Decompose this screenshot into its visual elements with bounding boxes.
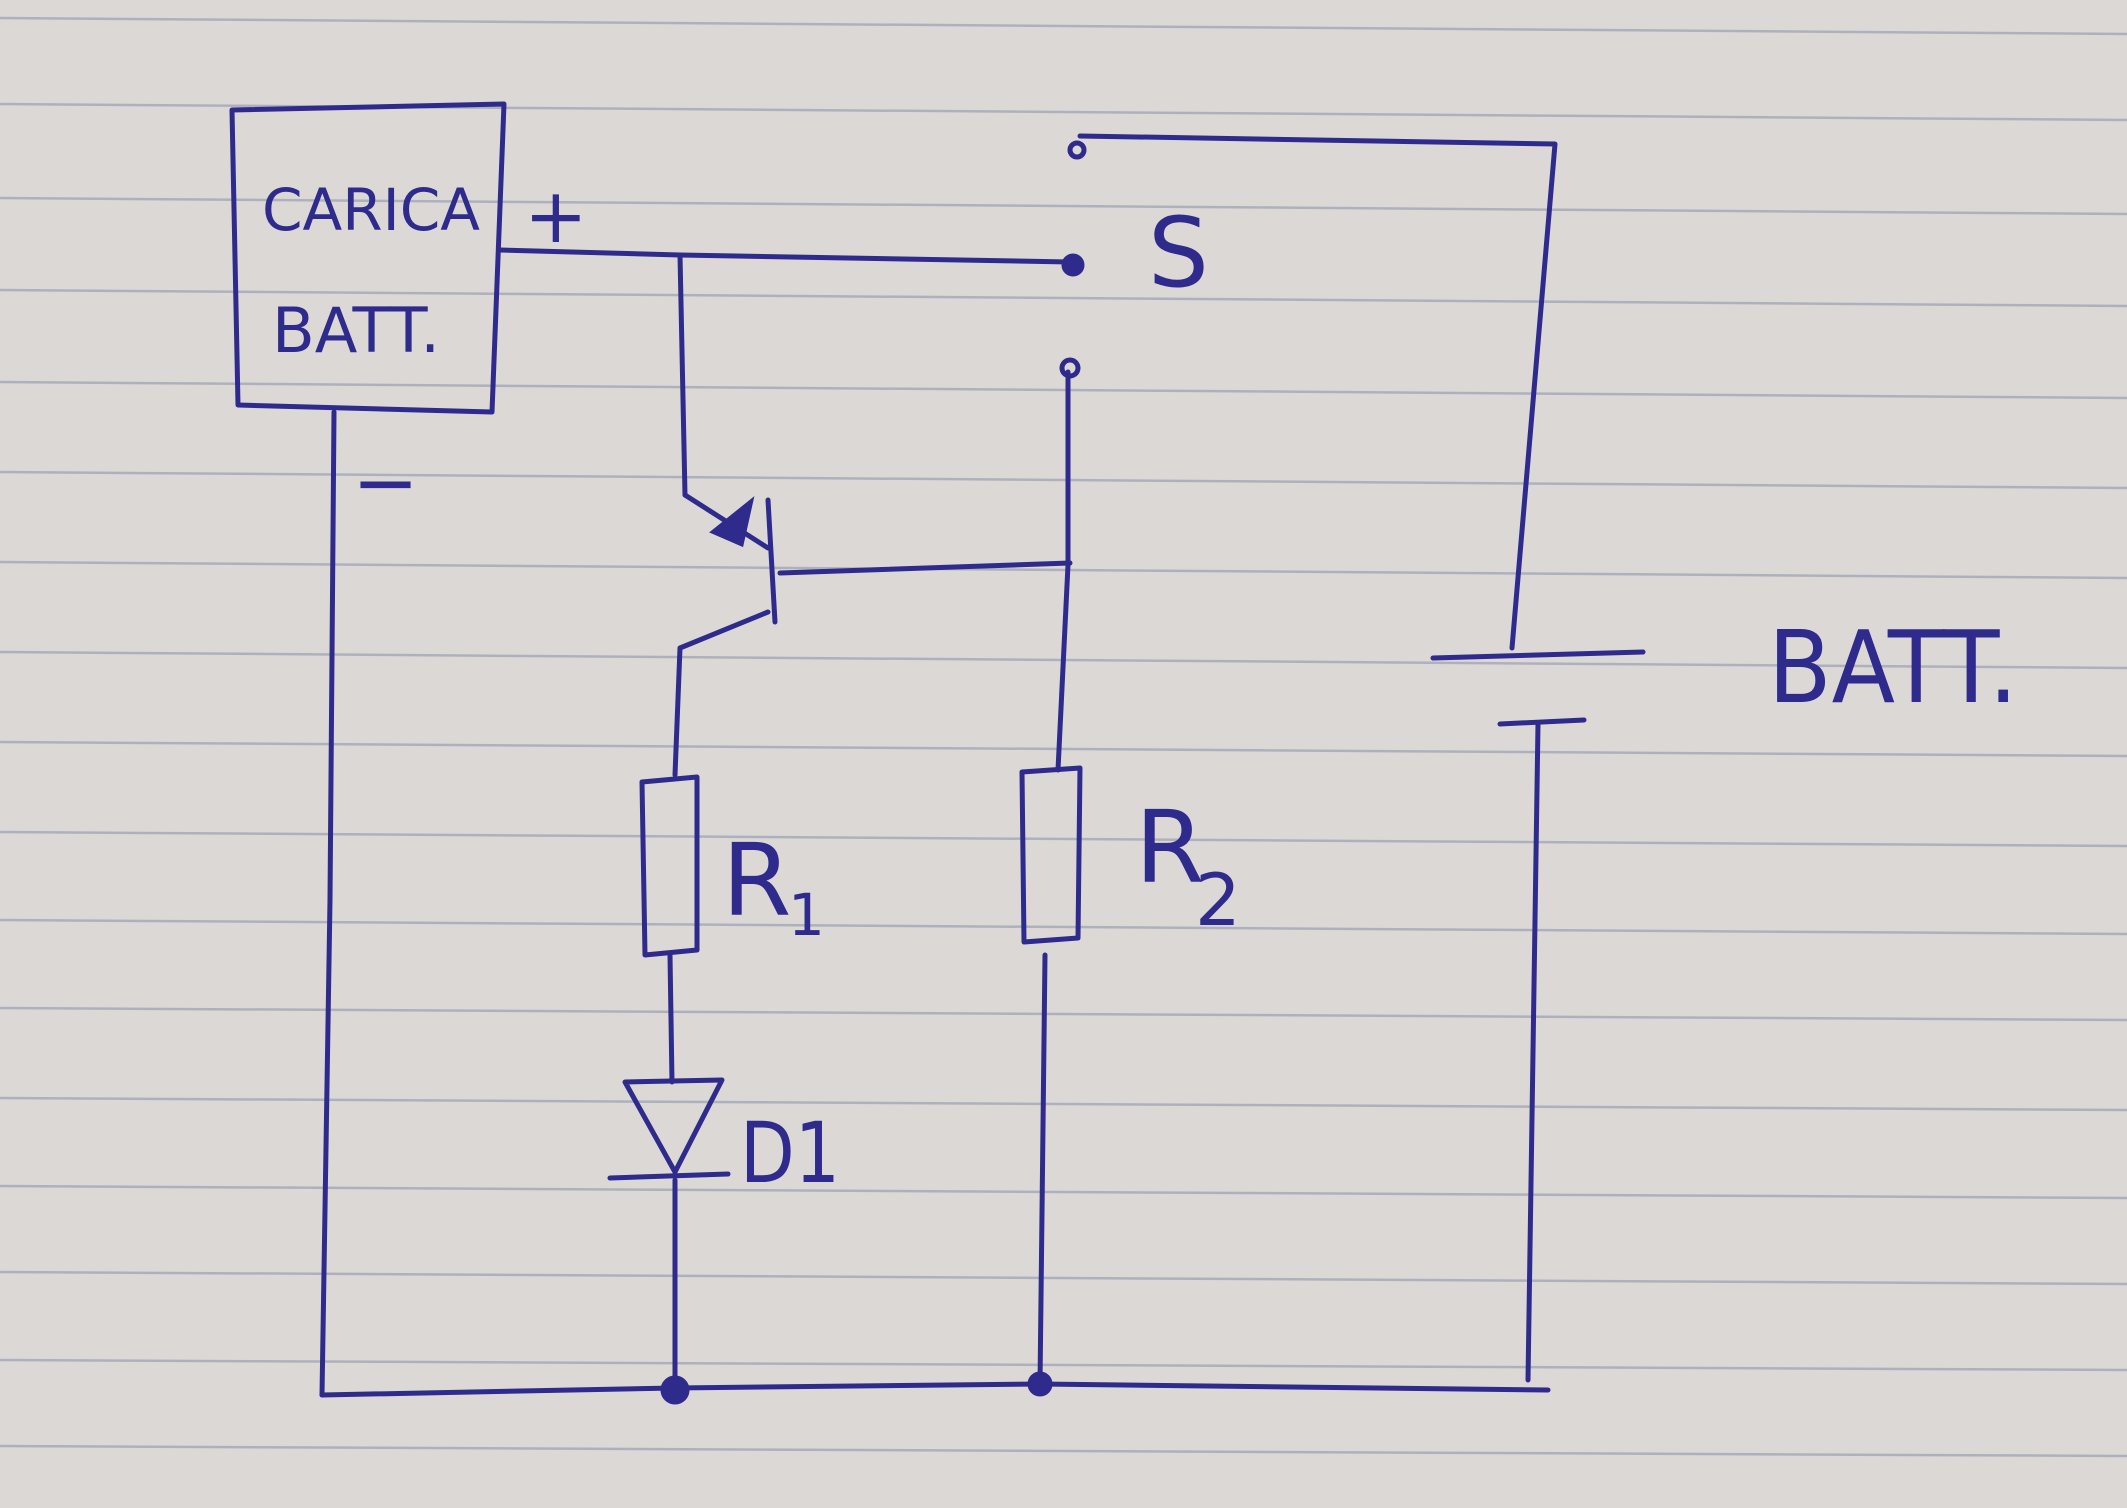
pnp-transistor xyxy=(682,492,778,625)
switch-S: S xyxy=(1059,140,1209,379)
battery-label: BATT. xyxy=(1768,609,2018,726)
r1-label: R xyxy=(722,822,791,939)
switch-label: S xyxy=(1148,197,1209,309)
emitter-wire xyxy=(677,252,688,498)
d1-label: D1 xyxy=(740,1104,840,1202)
negative-wire xyxy=(319,409,337,1398)
r1-diode-wire xyxy=(667,952,675,1085)
plus-terminal-label: + xyxy=(524,171,588,260)
diode-bar xyxy=(607,1171,731,1181)
switch-contact-bottom xyxy=(1059,357,1081,379)
battery-symbol: BATT. xyxy=(1430,609,2018,727)
junction-diode-ground xyxy=(660,1375,690,1405)
ruled-lines xyxy=(0,16,2127,1458)
base-wire xyxy=(777,560,1073,576)
r1-subscript: 1 xyxy=(788,881,825,949)
junction-r2-ground xyxy=(1027,1371,1053,1397)
r2-label: R xyxy=(1135,789,1204,906)
ground-rail xyxy=(319,1381,1551,1398)
charger-box xyxy=(229,101,507,415)
battery-long-plate xyxy=(1430,649,1646,661)
switch-contact-top xyxy=(1067,140,1087,160)
diode-triangle xyxy=(622,1077,725,1175)
emitter-arrow-icon xyxy=(709,496,755,548)
battery-bottom-wire xyxy=(1525,721,1541,1383)
charger-block: CARICA BATT. + − xyxy=(229,101,588,529)
r1-body xyxy=(639,774,700,958)
junctions xyxy=(660,1371,1053,1405)
battery-top-wire xyxy=(1077,133,1558,651)
r2-ground-wire xyxy=(1037,952,1048,1387)
switch-contact-middle xyxy=(1061,253,1085,277)
r2-body xyxy=(1019,765,1083,945)
r2-subscript: 2 xyxy=(1195,858,1241,942)
minus-terminal-label: − xyxy=(352,436,419,529)
resistor-R2: R 2 xyxy=(1019,765,1241,945)
wires xyxy=(319,133,1558,1398)
transistor-base-bar xyxy=(765,497,778,625)
charger-label-line1: CARICA xyxy=(262,176,480,244)
resistor-R1: R 1 xyxy=(639,774,825,958)
charger-label-line2: BATT. xyxy=(272,294,440,367)
battery-short-plate xyxy=(1497,717,1587,727)
diode-D1: D1 xyxy=(607,1077,840,1202)
collector-wire xyxy=(672,609,771,778)
